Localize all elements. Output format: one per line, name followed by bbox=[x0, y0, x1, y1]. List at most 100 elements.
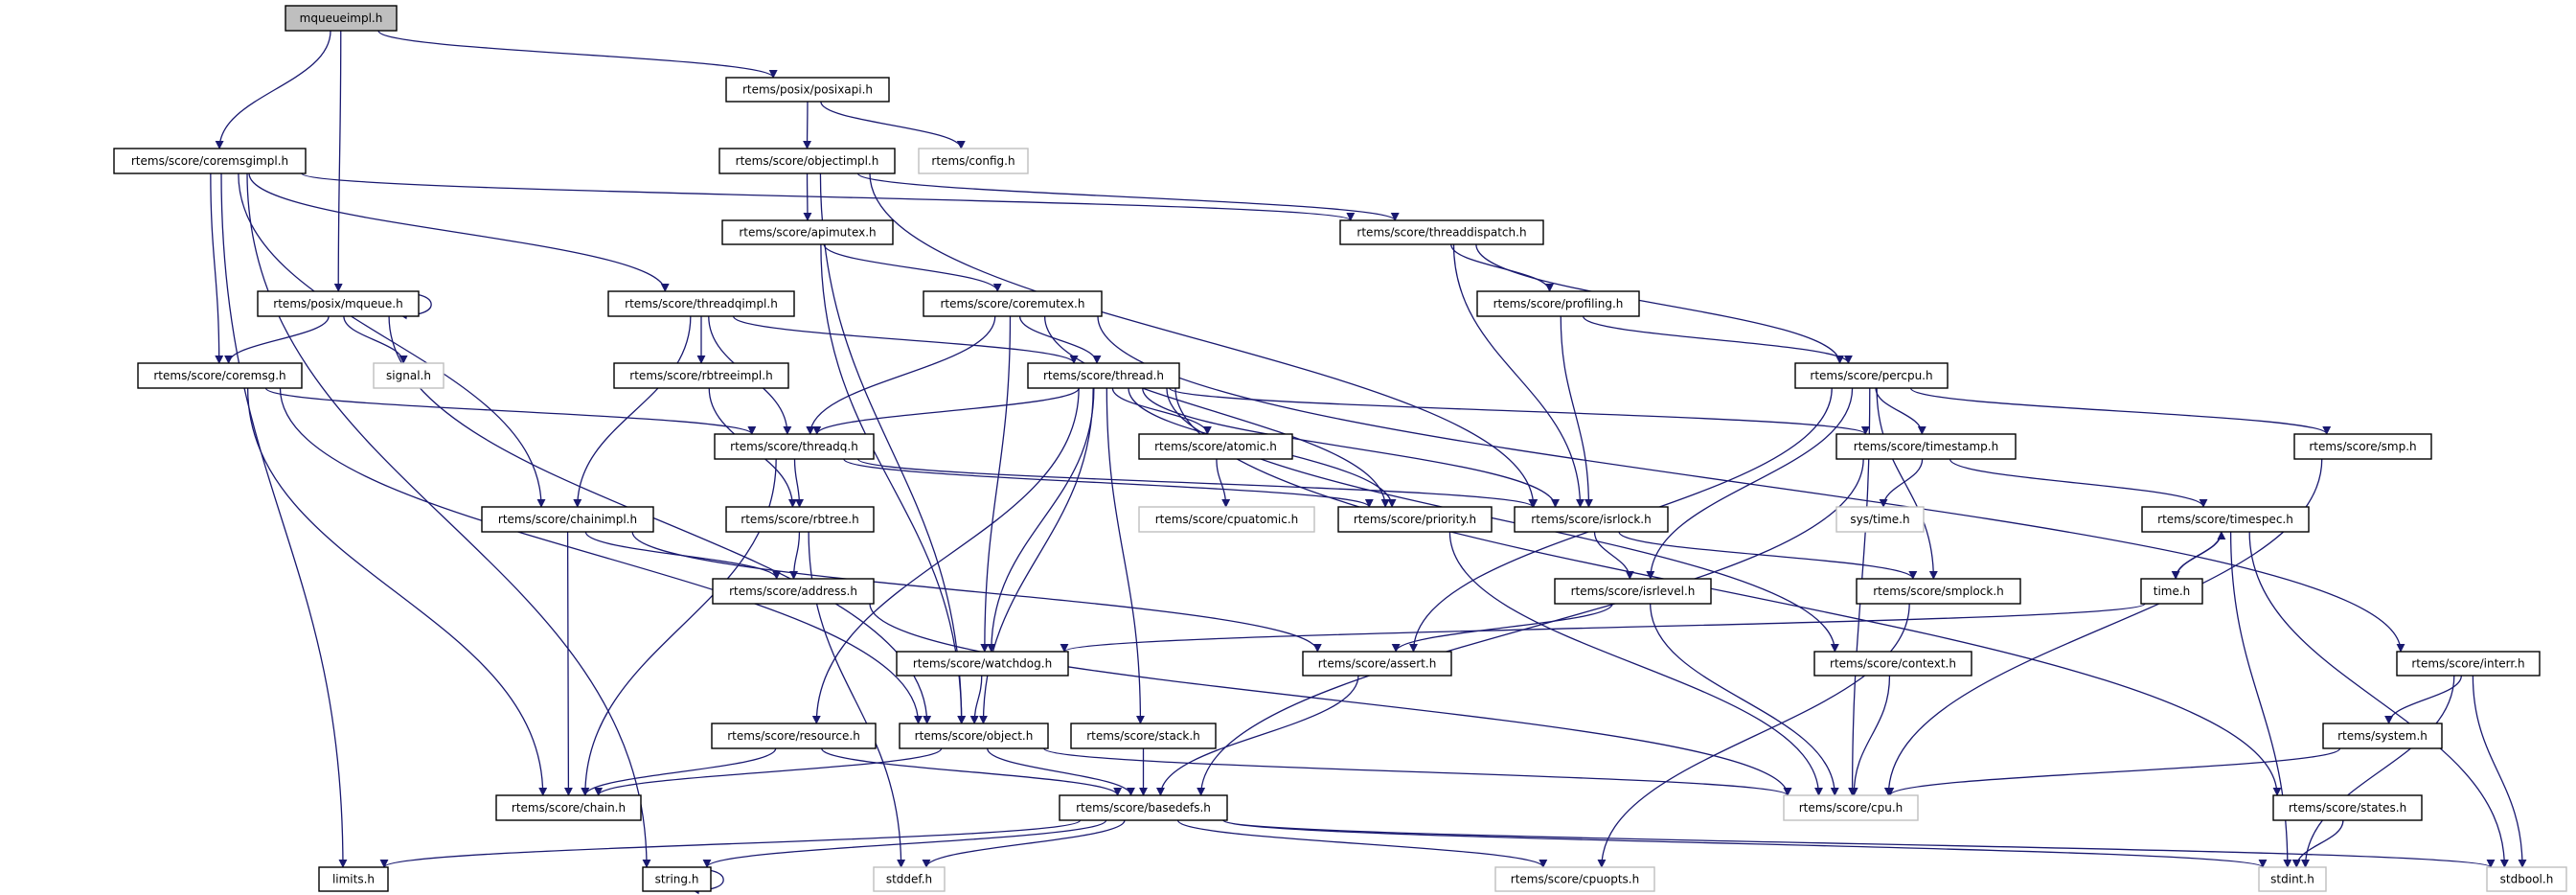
node-label: string.h bbox=[655, 873, 699, 886]
node-box bbox=[2258, 866, 2327, 892]
edge-address-to-cpu bbox=[869, 603, 1792, 796]
edge-coremutex-to-priority bbox=[1043, 315, 1390, 508]
node-assert[interactable]: rtems/score/assert.h bbox=[1302, 651, 1452, 677]
edge-thread-to-timestamp bbox=[1169, 387, 1870, 435]
node-label: rtems/score/chainimpl.h bbox=[498, 513, 637, 526]
node-states[interactable]: rtems/score/states.h bbox=[2272, 794, 2423, 821]
node-chain[interactable]: rtems/score/chain.h bbox=[495, 794, 642, 821]
node-timespec[interactable]: rtems/score/timespec.h bbox=[2141, 506, 2310, 533]
node-rbtree[interactable]: rtems/score/rbtree.h bbox=[725, 506, 875, 533]
node-resource[interactable]: rtems/score/resource.h bbox=[711, 723, 877, 749]
node-label: rtems/score/rbtreeimpl.h bbox=[629, 369, 772, 382]
node-box bbox=[373, 362, 445, 389]
edge-system-to-cpu bbox=[1885, 747, 2341, 796]
node-address[interactable]: rtems/score/address.h bbox=[712, 578, 875, 605]
node-string[interactable]: string.h bbox=[642, 866, 712, 892]
node-box bbox=[721, 219, 894, 245]
node-stdbool[interactable]: stdbool.h bbox=[2486, 866, 2567, 892]
edge-object-to-basedefs bbox=[987, 747, 1135, 796]
node-priority[interactable]: rtems/score/priority.h bbox=[1337, 506, 1493, 533]
node-label: rtems/score/threadq.h bbox=[730, 440, 858, 453]
node-systime[interactable]: sys/time.h bbox=[1835, 506, 1925, 533]
node-interr[interactable]: rtems/score/interr.h bbox=[2396, 651, 2541, 677]
node-smplock[interactable]: rtems/score/smplock.h bbox=[1856, 578, 2021, 605]
node-chainimpl[interactable]: rtems/score/chainimpl.h bbox=[481, 506, 654, 533]
node-label: mqueueimpl.h bbox=[300, 11, 383, 25]
node-box bbox=[2396, 651, 2541, 677]
node-coremsg[interactable]: rtems/score/coremsg.h bbox=[137, 362, 303, 389]
node-label: stddef.h bbox=[886, 873, 932, 886]
node-watchdog[interactable]: rtems/score/watchdog.h bbox=[896, 651, 1069, 677]
node-box bbox=[1027, 362, 1180, 389]
node-stddef[interactable]: stddef.h bbox=[873, 866, 946, 892]
node-system[interactable]: rtems/system.h bbox=[2322, 723, 2443, 749]
edge-posixapi-to-config bbox=[820, 101, 966, 149]
node-isrlock[interactable]: rtems/score/isrlock.h bbox=[1514, 506, 1669, 533]
edge-object-to-cpu bbox=[1043, 747, 1792, 796]
node-limits[interactable]: limits.h bbox=[318, 866, 389, 892]
node-mqueueimpl[interactable]: mqueueimpl.h bbox=[285, 5, 398, 32]
node-box bbox=[2272, 794, 2423, 821]
node-profiling[interactable]: rtems/score/profiling.h bbox=[1476, 290, 1640, 317]
node-object[interactable]: rtems/score/object.h bbox=[899, 723, 1049, 749]
edge-objectimpl-to-object bbox=[819, 172, 967, 724]
node-mqueue[interactable]: rtems/posix/mqueue.h bbox=[257, 290, 420, 317]
node-coremsgimpl[interactable]: rtems/score/coremsgimpl.h bbox=[113, 148, 307, 174]
node-apimutex[interactable]: rtems/score/apimutex.h bbox=[721, 219, 894, 245]
node-label: stdint.h bbox=[2270, 873, 2314, 886]
node-label: rtems/score/atomic.h bbox=[1154, 440, 1277, 453]
node-label: rtems/score/smplock.h bbox=[1873, 585, 2004, 598]
edge-coremsgimpl-to-limits bbox=[220, 172, 348, 868]
node-coremutex[interactable]: rtems/score/coremutex.h bbox=[923, 290, 1103, 317]
node-label: rtems/score/objectimpl.h bbox=[736, 154, 879, 168]
node-box bbox=[1138, 506, 1315, 533]
node-isrlevel[interactable]: rtems/score/isrlevel.h bbox=[1554, 578, 1712, 605]
node-cpu[interactable]: rtems/score/cpu.h bbox=[1783, 794, 1919, 821]
edge-priority-to-cpu bbox=[1448, 531, 1823, 796]
node-box bbox=[718, 148, 896, 174]
edge-rbtree-to-address bbox=[789, 531, 801, 580]
nodes-layer: mqueueimpl.h rtems/posix/posixapi.h rtems/… bbox=[113, 5, 2567, 892]
node-atomic[interactable]: rtems/score/atomic.h bbox=[1138, 433, 1293, 460]
edge-threadqimpl-to-chainimpl bbox=[573, 315, 692, 508]
node-objectimpl[interactable]: rtems/score/objectimpl.h bbox=[718, 148, 896, 174]
edge-coremsgimpl-to-chainimpl bbox=[238, 172, 546, 508]
edge-chainimpl-to-chain bbox=[563, 531, 573, 796]
node-box bbox=[642, 866, 712, 892]
node-basedefs[interactable]: rtems/score/basedefs.h bbox=[1059, 794, 1228, 821]
node-signal[interactable]: signal.h bbox=[373, 362, 445, 389]
node-stdint[interactable]: stdint.h bbox=[2258, 866, 2327, 892]
edge-thread-to-stack bbox=[1106, 387, 1145, 724]
edge-context-to-cpu bbox=[1849, 675, 1891, 796]
node-box bbox=[1476, 290, 1640, 317]
node-rbtreeimpl[interactable]: rtems/score/rbtreeimpl.h bbox=[613, 362, 789, 389]
edge-resource-to-chain bbox=[581, 747, 777, 796]
node-label: rtems/score/resource.h bbox=[727, 729, 860, 743]
node-cpuopts[interactable]: rtems/score/cpuopts.h bbox=[1494, 866, 1655, 892]
node-label: rtems/score/object.h bbox=[915, 729, 1034, 743]
node-label: stdbool.h bbox=[2500, 873, 2554, 886]
node-posixapi[interactable]: rtems/posix/posixapi.h bbox=[725, 77, 890, 103]
node-threaddispatch[interactable]: rtems/score/threaddispatch.h bbox=[1339, 219, 1544, 245]
edge-thread-to-isrlock bbox=[1142, 387, 1560, 508]
node-label: rtems/system.h bbox=[2337, 729, 2428, 743]
node-threadq[interactable]: rtems/score/threadq.h bbox=[714, 433, 875, 460]
node-box bbox=[1835, 506, 1925, 533]
node-smp[interactable]: rtems/score/smp.h bbox=[2293, 433, 2432, 460]
node-cpuatomic[interactable]: rtems/score/cpuatomic.h bbox=[1138, 506, 1315, 533]
node-label: rtems/score/stack.h bbox=[1086, 729, 1200, 743]
node-threadqimpl[interactable]: rtems/score/threadqimpl.h bbox=[607, 290, 795, 317]
node-stack[interactable]: rtems/score/stack.h bbox=[1070, 723, 1217, 749]
edge-coremsgimpl-to-threaddispatch bbox=[301, 172, 1355, 221]
node-box bbox=[1138, 433, 1293, 460]
edge-coremutex-to-threadq bbox=[806, 315, 996, 435]
node-thread[interactable]: rtems/score/thread.h bbox=[1027, 362, 1180, 389]
edge-thread-to-atomic bbox=[1111, 387, 1212, 435]
node-label: rtems/score/cpuopts.h bbox=[1511, 873, 1639, 886]
node-context[interactable]: rtems/score/context.h bbox=[1813, 651, 1972, 677]
edge-mqueueimpl-to-mqueue bbox=[333, 30, 343, 292]
node-config[interactable]: rtems/config.h bbox=[918, 148, 1029, 174]
node-timestamp[interactable]: rtems/score/timestamp.h bbox=[1835, 433, 2017, 460]
node-time[interactable]: time.h bbox=[2140, 578, 2203, 605]
node-percpu[interactable]: rtems/score/percpu.h bbox=[1794, 362, 1949, 389]
